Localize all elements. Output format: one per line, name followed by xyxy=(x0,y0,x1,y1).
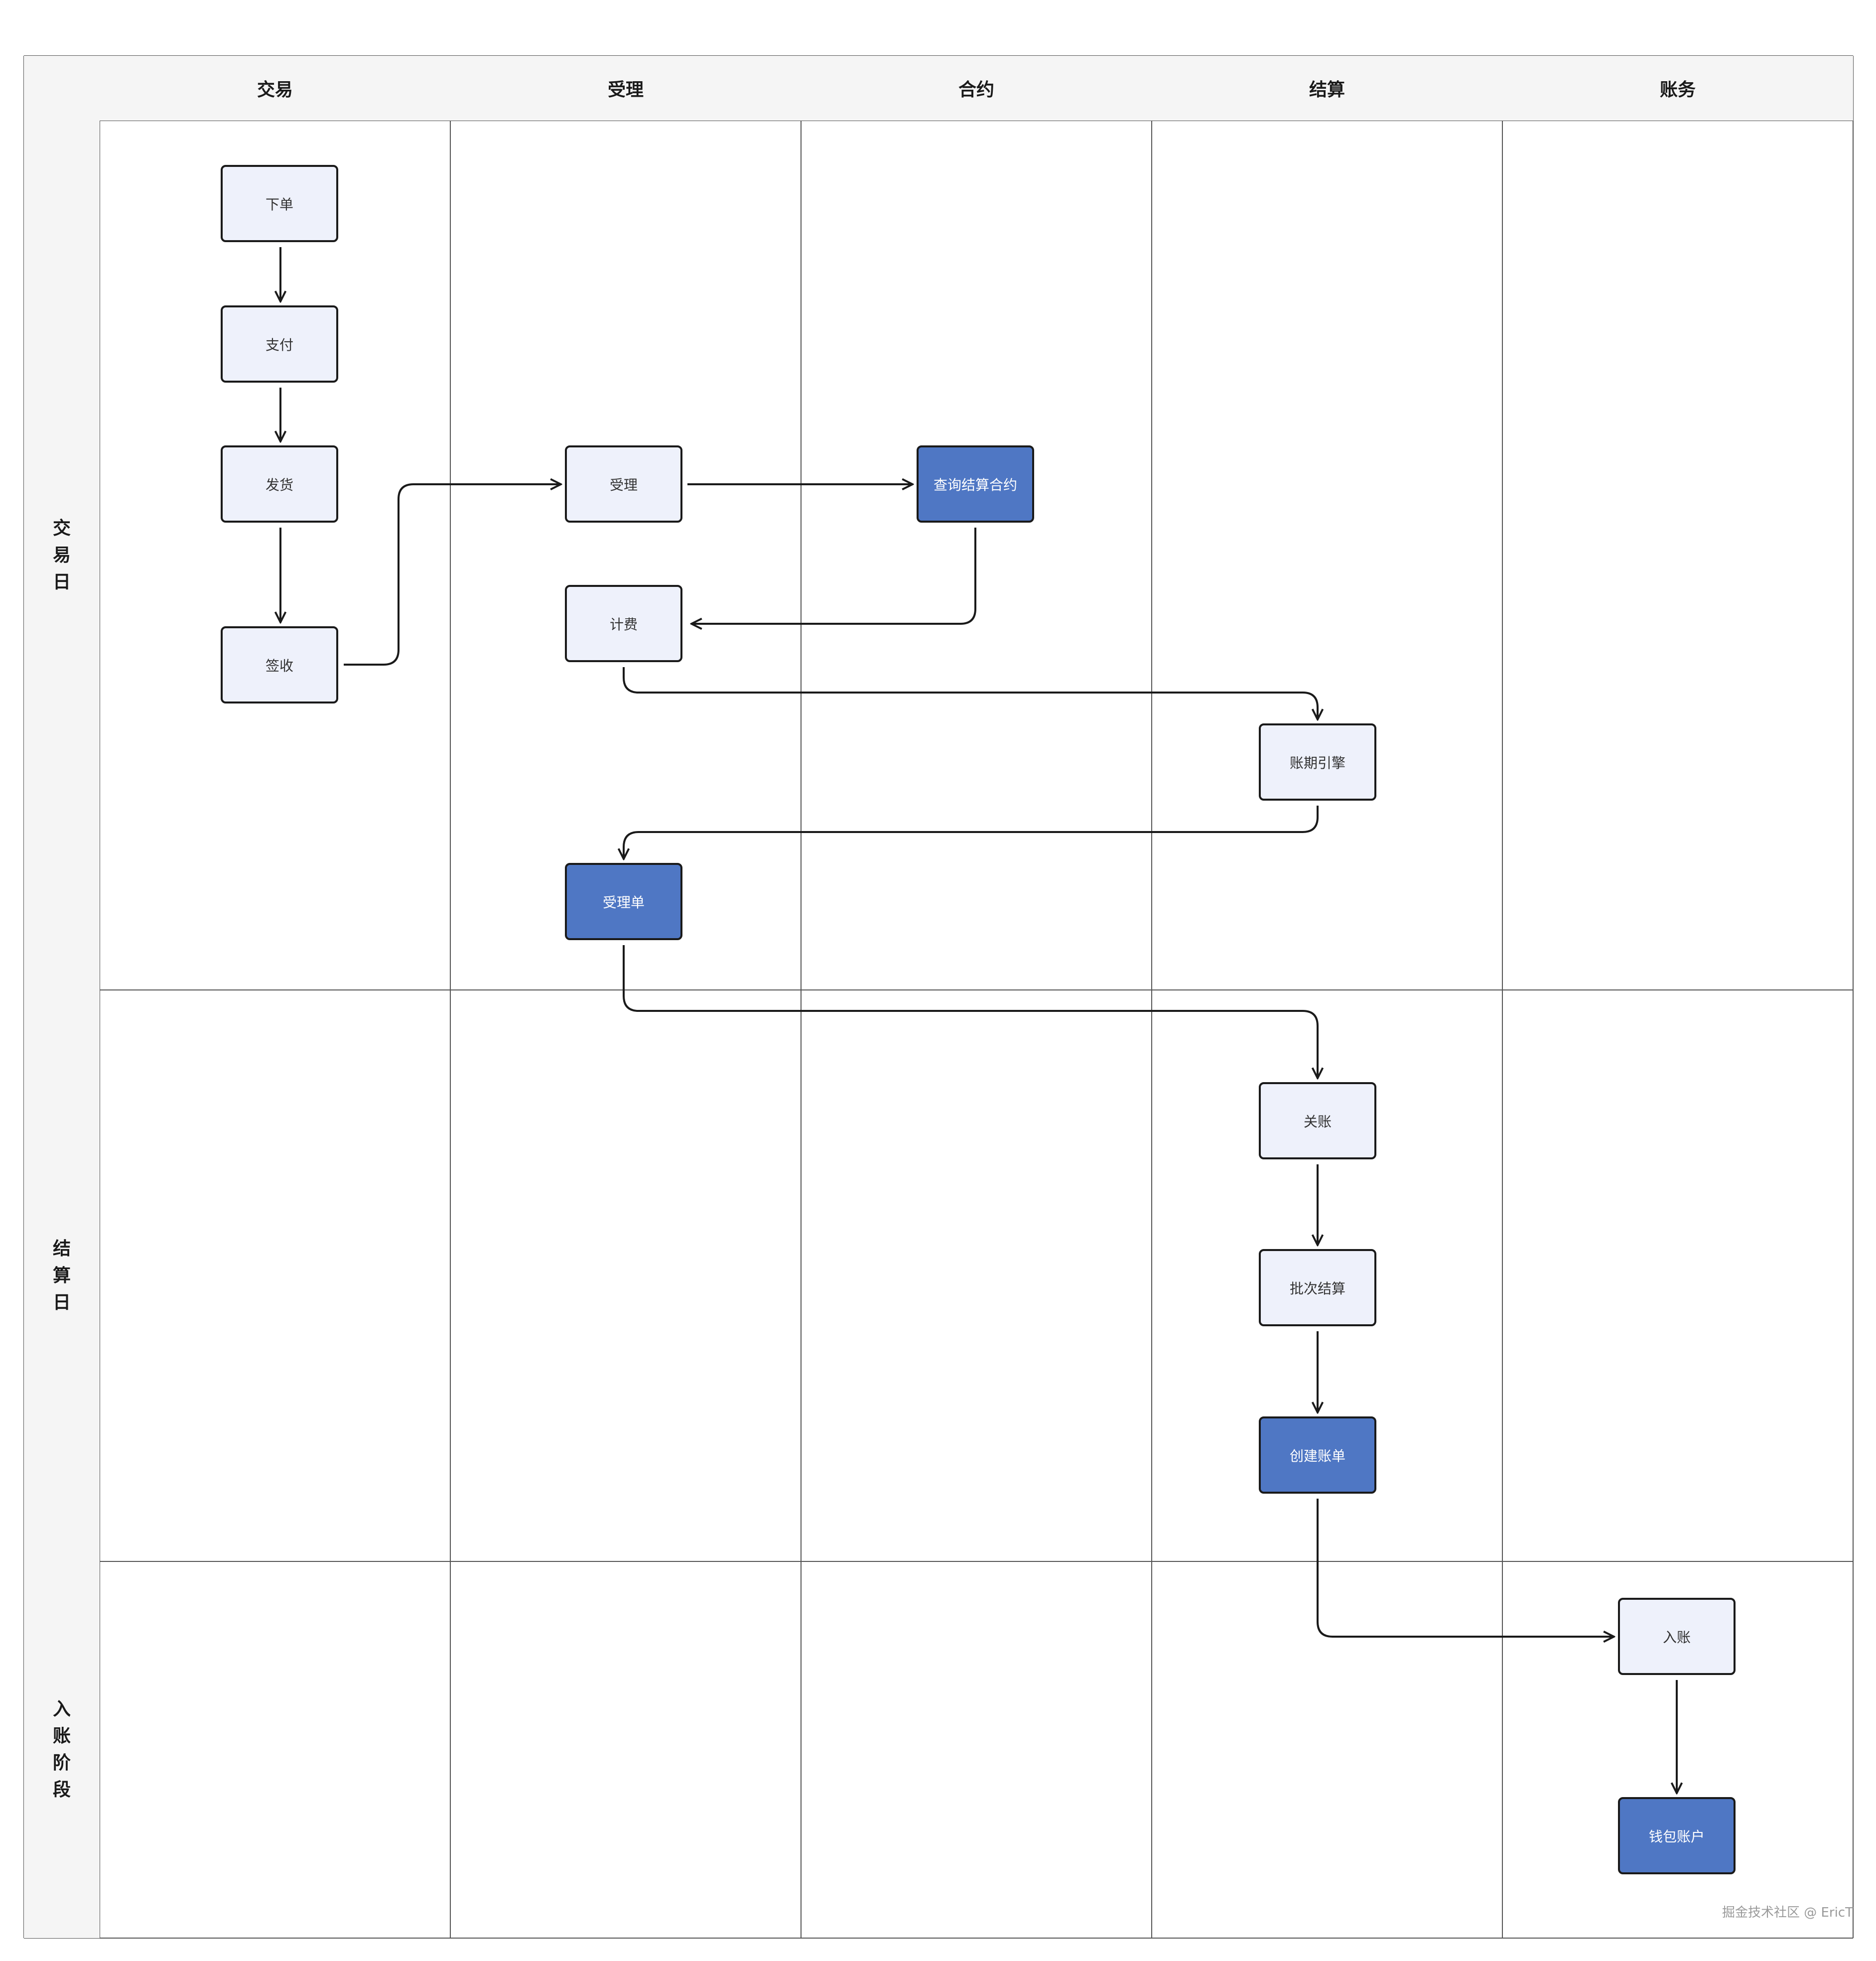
edge-period-to-acceptbill xyxy=(624,806,1319,859)
edge-fee-to-period xyxy=(623,667,1318,719)
row-header-char: 日 xyxy=(52,571,71,592)
node-batch-settle[interactable]: 批次结算 xyxy=(1259,1249,1376,1326)
node-query-contract[interactable]: 查询结算合约 xyxy=(917,445,1034,523)
node-close[interactable]: 关账 xyxy=(1259,1082,1376,1159)
row-header-char: 阶 xyxy=(52,1753,71,1773)
row-header-settle-day: 结算日 xyxy=(24,990,100,1561)
node-accept[interactable]: 受理 xyxy=(565,445,682,523)
row-header-char: 算 xyxy=(52,1265,71,1286)
node-accept-bill[interactable]: 受理单 xyxy=(565,863,682,940)
edge-createbill-to-post xyxy=(1317,1499,1614,1637)
watermark: 掘金技术社区 @ EricT xyxy=(1722,1905,1853,1920)
row-header-char: 段 xyxy=(52,1780,71,1800)
node-ship[interactable]: 发货 xyxy=(221,445,338,523)
column-header-settle: 结算 xyxy=(1152,56,1502,121)
column-header-contract: 合约 xyxy=(801,56,1152,121)
edge-query-to-fee xyxy=(691,528,976,624)
node-pay[interactable]: 支付 xyxy=(221,305,338,383)
node-wallet-account[interactable]: 钱包账户 xyxy=(1618,1797,1736,1874)
row-header-trade-day: 交易日 xyxy=(24,121,100,990)
node-period-engine[interactable]: 账期引擎 xyxy=(1259,723,1376,801)
row-header-char: 日 xyxy=(52,1292,71,1313)
node-fee[interactable]: 计费 xyxy=(565,585,682,662)
column-header-accept: 受理 xyxy=(450,56,801,121)
edge-acceptbill-to-close xyxy=(623,945,1318,1078)
edge-sign-to-accept xyxy=(344,484,561,666)
row-header-char: 交 xyxy=(52,518,71,539)
node-order[interactable]: 下单 xyxy=(221,165,338,242)
row-header-char: 结 xyxy=(52,1238,71,1259)
node-create-bill[interactable]: 创建账单 xyxy=(1259,1416,1376,1494)
row-header-char: 入 xyxy=(52,1699,71,1719)
node-sign[interactable]: 签收 xyxy=(221,626,338,703)
column-header-corner xyxy=(24,56,100,121)
column-header-account: 账务 xyxy=(1502,56,1853,121)
row-header-char: 账 xyxy=(52,1726,71,1746)
row-header-posting-stage: 入账阶段 xyxy=(24,1561,100,1938)
column-header-trade: 交易 xyxy=(100,56,450,121)
node-post[interactable]: 入账 xyxy=(1618,1598,1736,1675)
row-header-char: 易 xyxy=(52,545,71,565)
